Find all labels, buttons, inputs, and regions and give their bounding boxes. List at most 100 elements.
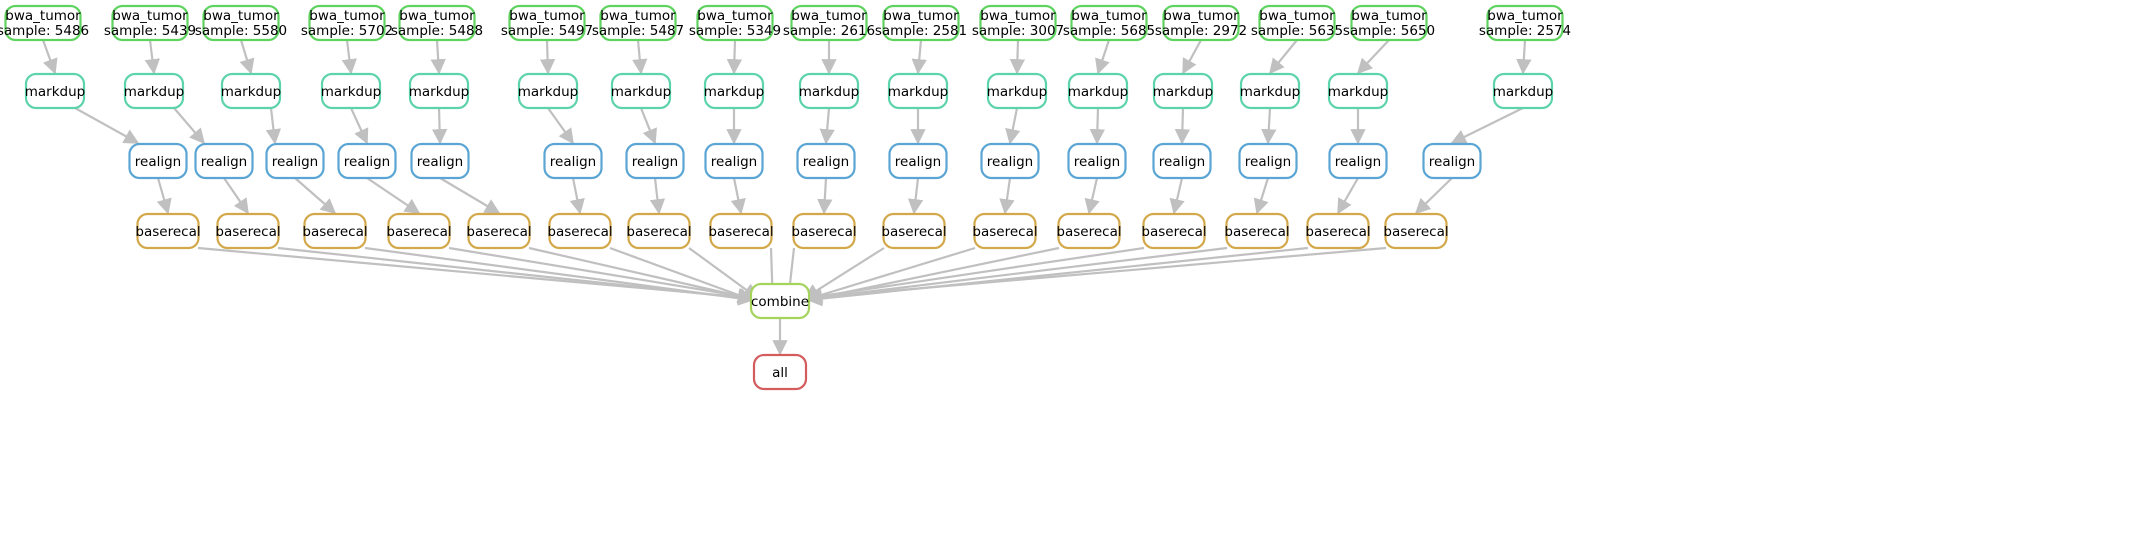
- realign-node[interactable]: realign: [796, 142, 856, 180]
- realign-node[interactable]: realign: [543, 142, 603, 180]
- baserecal-node[interactable]: baserecal: [1383, 212, 1449, 250]
- baserecal-node-box: [1142, 212, 1206, 250]
- bwa-tumor-label: bwa_tumor: [399, 8, 475, 24]
- realign-node[interactable]: realign: [980, 142, 1040, 180]
- baserecal-node-box: [1384, 212, 1448, 250]
- sample-label: sample: 3007: [972, 23, 1064, 39]
- markdup-node[interactable]: markdup: [409, 72, 470, 110]
- realign-node-box: [1422, 142, 1482, 180]
- combine-node[interactable]: combine: [749, 282, 811, 320]
- realign-node[interactable]: realign: [1328, 142, 1388, 180]
- realign-node[interactable]: realign: [265, 142, 325, 180]
- realign-node[interactable]: realign: [1067, 142, 1127, 180]
- realign-node-box: [1328, 142, 1388, 180]
- realign-node[interactable]: realign: [704, 142, 764, 180]
- baserecal-node[interactable]: baserecal: [1305, 212, 1371, 250]
- baserecal-node[interactable]: baserecal: [215, 212, 281, 250]
- edge-markdup-to-realign: [1174, 107, 1191, 145]
- realign-node[interactable]: realign: [888, 142, 948, 180]
- baserecal-node[interactable]: baserecal: [302, 212, 368, 250]
- baserecal-node[interactable]: baserecal: [1056, 212, 1122, 250]
- realign-node[interactable]: realign: [1238, 142, 1298, 180]
- bwa-tumor-node-box: [696, 4, 774, 42]
- baserecal-node[interactable]: baserecal: [1141, 212, 1207, 250]
- markdup-node[interactable]: markdup: [987, 72, 1048, 110]
- baserecal-node-box: [1306, 212, 1370, 250]
- markdup-node[interactable]: markdup: [221, 72, 282, 110]
- realign-label: realign: [1245, 154, 1291, 170]
- baserecal-node[interactable]: baserecal: [626, 212, 692, 250]
- realign-node[interactable]: realign: [625, 142, 685, 180]
- baserecal-node[interactable]: baserecal: [135, 212, 201, 250]
- realign-node[interactable]: realign: [194, 142, 254, 180]
- markdup-node[interactable]: markdup: [321, 72, 382, 110]
- markdup-label: markdup: [409, 84, 470, 100]
- markdup-node[interactable]: markdup: [1240, 72, 1301, 110]
- realign-label: realign: [272, 154, 318, 170]
- realign-label: realign: [895, 154, 941, 170]
- all-label: all: [772, 365, 788, 381]
- markdup-node[interactable]: markdup: [1068, 72, 1129, 110]
- markdup-node[interactable]: markdup: [123, 72, 185, 110]
- markdup-node[interactable]: markdup: [25, 72, 86, 110]
- markdup-node[interactable]: markdup: [518, 72, 579, 110]
- realign-node[interactable]: realign: [337, 142, 397, 180]
- edges-layer: [41, 39, 1532, 356]
- baserecal-label: baserecal: [547, 224, 612, 240]
- markdup-node[interactable]: markdup: [888, 72, 949, 110]
- edge-baserecal-to-combine: [277, 246, 754, 306]
- baserecal-node[interactable]: baserecal: [791, 212, 857, 250]
- markdup-node[interactable]: markdup: [1328, 72, 1389, 110]
- realign-node[interactable]: realign: [1152, 142, 1212, 180]
- edge-markdup-to-realign: [74, 107, 140, 144]
- markdup-node-box: [123, 72, 185, 110]
- markdup-label: markdup: [611, 84, 672, 100]
- baserecal-node[interactable]: baserecal: [881, 212, 947, 250]
- realign-node[interactable]: realign: [1422, 142, 1482, 180]
- baserecal-node[interactable]: baserecal: [1224, 212, 1290, 250]
- markdup-node[interactable]: markdup: [799, 72, 860, 110]
- baserecal-node[interactable]: baserecal: [466, 212, 532, 250]
- baserecal-node[interactable]: baserecal: [972, 212, 1038, 250]
- edge-realign-to-baserecal: [1084, 177, 1100, 215]
- baserecal-node[interactable]: baserecal: [708, 212, 774, 250]
- markdup-node[interactable]: markdup: [1153, 72, 1214, 110]
- realign-node-box: [1152, 142, 1212, 180]
- realign-node[interactable]: realign: [410, 142, 470, 180]
- edge-realign-to-baserecal: [1253, 177, 1270, 215]
- realign-node-box: [194, 142, 254, 180]
- baserecal-label: baserecal: [1305, 224, 1370, 240]
- baserecal-node[interactable]: baserecal: [386, 212, 452, 250]
- baserecal-label: baserecal: [708, 224, 773, 240]
- edge-bwa-to-markdup: [341, 39, 357, 75]
- markdup-node[interactable]: markdup: [1493, 72, 1554, 110]
- edge-baserecal-to-combine: [609, 246, 754, 303]
- bwa-tumor-node-box: [882, 4, 960, 42]
- markdup-node[interactable]: markdup: [704, 72, 765, 110]
- edge-baserecal-to-combine: [806, 246, 1387, 305]
- all-node[interactable]: all: [752, 353, 808, 391]
- realign-label: realign: [135, 154, 181, 170]
- edge-realign-to-baserecal: [294, 177, 337, 215]
- edge-markdup-to-realign: [639, 107, 658, 145]
- baserecal-node[interactable]: baserecal: [547, 212, 613, 250]
- realign-node[interactable]: realign: [128, 142, 188, 180]
- realign-node-box: [337, 142, 397, 180]
- markdup-node[interactable]: markdup: [611, 72, 672, 110]
